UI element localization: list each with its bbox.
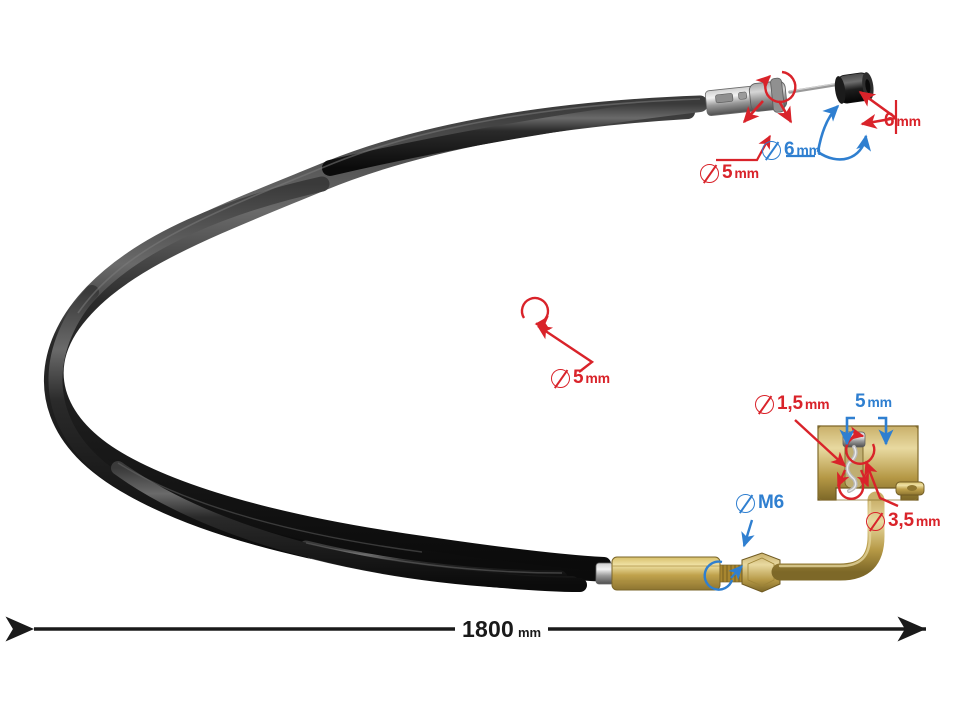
annotation-label-a1: 5 mm	[700, 162, 759, 184]
annotation-label-a5: 1,5 mm	[755, 393, 830, 415]
annotation-label-a2: 6 mm	[762, 139, 821, 161]
annotation-label-a3: 6 mm	[884, 110, 921, 131]
total-length-label: 1800 mm	[455, 616, 549, 643]
diameter-icon	[755, 394, 774, 414]
annotation-leader-a6	[839, 416, 894, 446]
diameter-icon	[762, 140, 781, 160]
diameter-icon	[551, 368, 570, 388]
annotation-label-a6: 5 mm	[855, 391, 892, 412]
diameter-icon	[866, 511, 885, 531]
annotation-label-a8: M6	[736, 492, 786, 514]
annotation-leader-a2	[786, 104, 872, 161]
outer-cable-housing	[43, 95, 708, 592]
upper-end-fitting	[704, 72, 874, 116]
diameter-icon	[736, 493, 755, 513]
lower-end-fitting	[595, 491, 885, 593]
annotation-leader-a8	[703, 519, 755, 591]
annotation-label-a4: 5 mm	[551, 367, 610, 389]
mounting-bracket	[817, 425, 925, 501]
annotation-leader-a7	[864, 460, 899, 508]
annotation-label-a7: 3,5 mm	[866, 510, 941, 532]
annotation-leader-a4	[520, 296, 595, 373]
diameter-icon	[700, 163, 719, 183]
annotation-leader-a3	[858, 90, 898, 134]
